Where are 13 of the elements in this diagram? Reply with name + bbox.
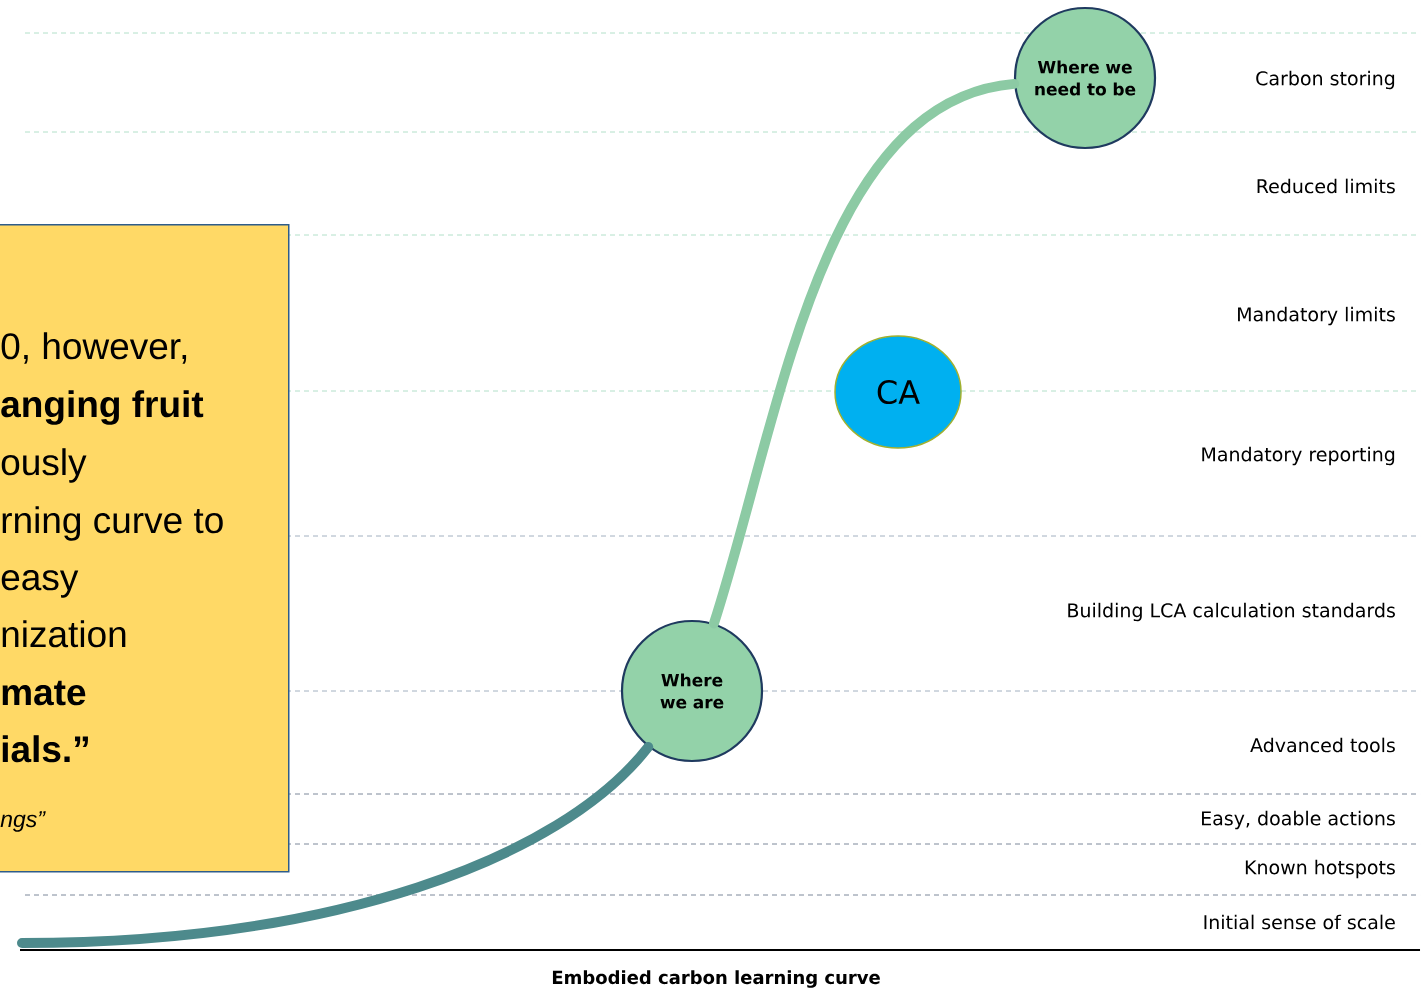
axis-caption: Embodied carbon learning curve xyxy=(552,970,880,988)
level-label: Carbon storing xyxy=(1256,70,1395,90)
level-label: Advanced tools xyxy=(1250,737,1395,753)
level-label: Mandatory limits xyxy=(1238,306,1395,326)
level-label: Building LCA calculation standards xyxy=(1068,602,1395,622)
level-label: Mandatory reporting xyxy=(1202,446,1395,466)
level-label: Known hotspots xyxy=(1245,859,1395,879)
learning-curve xyxy=(17,742,654,948)
quote-box: 0, however, anging fruit ously rning curve to easy nization mate ials.” ngs” xyxy=(0,224,290,873)
level-label: Easy, doable actions xyxy=(1202,810,1395,830)
level-label: Reduced limits xyxy=(1257,178,1395,194)
level-label: Initial sense of scale xyxy=(1204,914,1395,930)
learning-curve xyxy=(708,78,1020,629)
